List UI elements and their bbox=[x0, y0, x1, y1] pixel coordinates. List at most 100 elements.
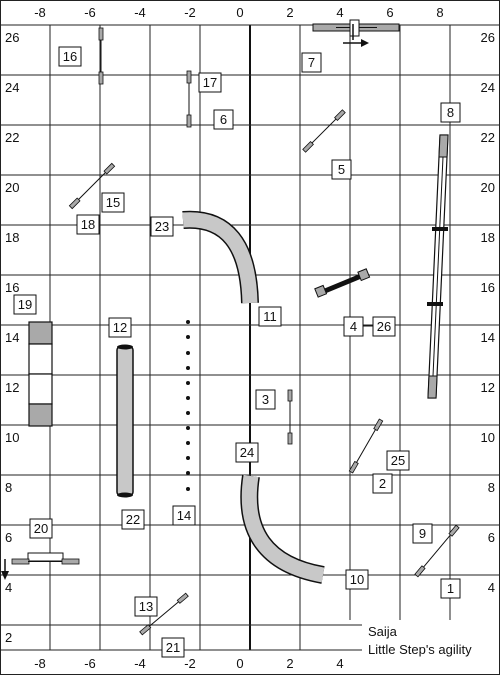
y-label-left: 12 bbox=[5, 380, 19, 395]
obstacle-number-24: 24 bbox=[235, 442, 259, 463]
obstacle-number-5: 5 bbox=[331, 159, 352, 180]
x-label-bottom: 0 bbox=[236, 656, 243, 671]
obstacle-number-18: 18 bbox=[76, 214, 100, 235]
obstacle-number-label: 24 bbox=[240, 445, 254, 460]
tunnel-upper bbox=[182, 212, 258, 304]
obstacle-number-label: 22 bbox=[126, 512, 140, 527]
tunnel-straight-end bbox=[117, 492, 133, 498]
obstacle-number-14: 14 bbox=[172, 505, 196, 526]
y-label-left: 18 bbox=[5, 230, 19, 245]
obstacle-number-6: 6 bbox=[213, 109, 234, 130]
obstacle-number-label: 11 bbox=[263, 309, 277, 324]
y-label-left: 2 bbox=[5, 630, 12, 645]
weave-poles bbox=[186, 320, 190, 491]
credit-box bbox=[362, 620, 499, 674]
y-label-left: 4 bbox=[5, 580, 12, 595]
obstacle-number-3: 3 bbox=[255, 389, 276, 410]
obstacle-number-label: 12 bbox=[113, 320, 127, 335]
obstacle-number-20: 20 bbox=[29, 518, 53, 539]
x-label-top: 2 bbox=[286, 5, 293, 20]
y-label-right: 12 bbox=[481, 380, 495, 395]
jump-7 bbox=[312, 19, 400, 40]
tunnel-straight-end bbox=[117, 344, 133, 350]
obstacle-number-label: 6 bbox=[220, 112, 227, 127]
x-label-top: -6 bbox=[84, 5, 96, 20]
x-label-bottom: -6 bbox=[84, 656, 96, 671]
direction-arrow-icon bbox=[343, 39, 369, 47]
obstacle-number-1: 1 bbox=[440, 578, 461, 599]
obstacle-number-25: 25 bbox=[386, 450, 410, 471]
jump-15 bbox=[68, 162, 116, 210]
x-label-top: 6 bbox=[386, 5, 393, 20]
y-label-left: 10 bbox=[5, 430, 19, 445]
y-label-right: 20 bbox=[481, 180, 495, 195]
y-label-left: 6 bbox=[5, 530, 12, 545]
jump-9 bbox=[414, 524, 460, 578]
obstacle-number-label: 13 bbox=[139, 599, 153, 614]
obstacle-number-4: 4 bbox=[343, 316, 364, 337]
obstacle-number-label: 17 bbox=[203, 75, 217, 90]
x-label-bottom: -4 bbox=[134, 656, 146, 671]
obstacle-number-21: 21 bbox=[161, 637, 185, 658]
tunnel-lower bbox=[241, 474, 325, 583]
y-label-left: 8 bbox=[5, 480, 12, 495]
y-label-left: 26 bbox=[5, 30, 19, 45]
obstacle-number-10: 10 bbox=[345, 569, 369, 590]
obstacle-number-17: 17 bbox=[198, 72, 222, 93]
y-axis-left: 26 24 22 20 18 16 14 12 10 8 6 4 2 bbox=[5, 30, 19, 645]
obstacle-number-23: 23 bbox=[150, 216, 174, 237]
obstacle-number-label: 21 bbox=[166, 640, 180, 655]
jump-3 bbox=[287, 389, 293, 445]
obstacle-number-26: 26 bbox=[372, 316, 396, 337]
obstacle-number-label: 10 bbox=[350, 572, 364, 587]
x-label-top: 0 bbox=[236, 5, 243, 20]
obstacle-number-19: 19 bbox=[13, 294, 37, 315]
y-label-right: 6 bbox=[488, 530, 495, 545]
y-label-left: 20 bbox=[5, 180, 19, 195]
obstacle-number-13: 13 bbox=[134, 596, 158, 617]
dog-walk-midline bbox=[431, 134, 445, 399]
obstacle-number-2: 2 bbox=[372, 473, 393, 494]
y-axis-right: 26 24 22 20 18 16 14 12 10 8 6 4 bbox=[481, 30, 495, 595]
y-label-left: 22 bbox=[5, 130, 19, 145]
obstacle-number-label: 5 bbox=[338, 162, 345, 177]
obstacle-number-7: 7 bbox=[301, 52, 322, 73]
obstacle-number-label: 19 bbox=[18, 297, 32, 312]
obstacle-number-16: 16 bbox=[58, 46, 82, 67]
y-label-right: 8 bbox=[488, 480, 495, 495]
obstacle-number-22: 22 bbox=[121, 509, 145, 530]
obstacle-number-9: 9 bbox=[412, 523, 433, 544]
x-label-top: -8 bbox=[34, 5, 46, 20]
y-label-right: 22 bbox=[481, 130, 495, 145]
dog-walk-support bbox=[432, 227, 448, 231]
obstacle-number-label: 26 bbox=[377, 319, 391, 334]
credit-author: Saija bbox=[368, 624, 398, 639]
x-label-bottom: -2 bbox=[184, 656, 196, 671]
x-label-bottom: 2 bbox=[286, 656, 293, 671]
obstacle-number-label: 4 bbox=[350, 319, 357, 334]
obstacle-number-label: 15 bbox=[106, 195, 120, 210]
obstacle-number-8: 8 bbox=[440, 102, 461, 123]
dog-walk-contact-top bbox=[438, 134, 449, 158]
y-label-right: 26 bbox=[481, 30, 495, 45]
jump-13 bbox=[139, 592, 189, 636]
y-label-right: 18 bbox=[481, 230, 495, 245]
jump-20 bbox=[11, 552, 80, 565]
tunnel-straight bbox=[116, 346, 134, 496]
y-label-right: 14 bbox=[481, 330, 495, 345]
x-label-top: 4 bbox=[336, 5, 343, 20]
obstacle-number-label: 1 bbox=[447, 581, 454, 596]
x-label-top: -2 bbox=[184, 5, 196, 20]
direction-arrow-icon bbox=[1, 559, 9, 580]
obstacle-number-label: 25 bbox=[391, 453, 405, 468]
dog-walk-support bbox=[427, 302, 443, 306]
obstacle-number-label: 7 bbox=[308, 55, 315, 70]
y-label-left: 24 bbox=[5, 80, 19, 95]
obstacle-number-11: 11 bbox=[258, 306, 282, 327]
y-label-right: 10 bbox=[481, 430, 495, 445]
y-label-right: 24 bbox=[481, 80, 495, 95]
x-axis-bottom: -8 -6 -4 -2 0 2 4 bbox=[34, 656, 343, 671]
obstacle-number-label: 8 bbox=[447, 105, 454, 120]
obstacle-number-label: 3 bbox=[262, 392, 269, 407]
